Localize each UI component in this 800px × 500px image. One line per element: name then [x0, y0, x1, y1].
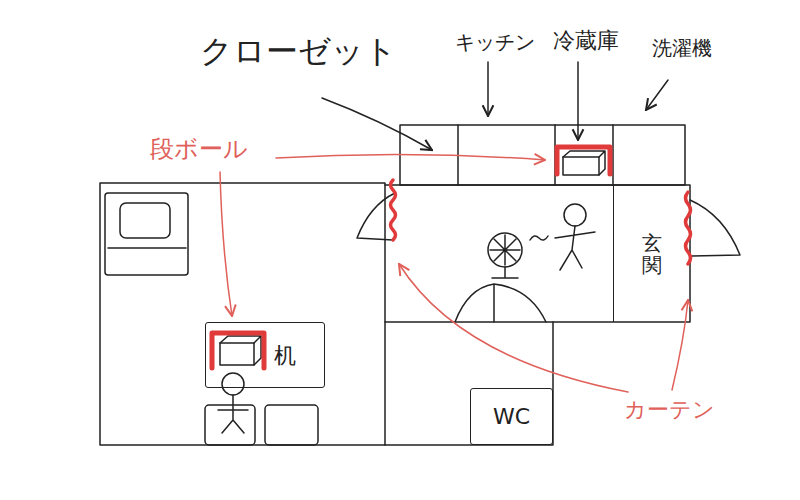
curtain — [686, 192, 691, 264]
door-swing — [455, 284, 546, 322]
curtain-swing — [357, 193, 395, 240]
person-head — [222, 373, 244, 395]
entrance-area: 玄関 — [613, 185, 690, 322]
cardboard-box-top — [563, 151, 605, 175]
red-marks — [212, 147, 691, 368]
red-leaders — [220, 154, 688, 392]
blanket-line — [108, 247, 186, 249]
wind-mark — [530, 236, 548, 240]
leader-arrow — [646, 80, 668, 110]
person-body — [555, 226, 595, 270]
cardboard-box — [220, 343, 254, 365]
room-wall — [100, 183, 385, 445]
chair — [205, 405, 255, 445]
toilet-room-wall — [385, 322, 553, 445]
walls — [100, 62, 740, 445]
leader-arrow — [276, 154, 545, 160]
box-bracket — [212, 333, 264, 368]
person-head — [564, 204, 586, 226]
box-bracket — [557, 147, 610, 174]
node-text: 机 — [274, 341, 296, 371]
corridor-wall — [385, 185, 690, 322]
fan-stand — [492, 267, 518, 278]
curtain-swing — [690, 200, 740, 256]
chair — [265, 405, 318, 445]
leader-arrow — [487, 62, 489, 116]
kitchen-label: キッチン — [455, 30, 535, 54]
closet-label: クローゼット — [200, 32, 397, 70]
cardboard-box — [563, 157, 599, 175]
fridge-label: 冷蔵庫 — [553, 28, 619, 54]
leader-arrow — [322, 98, 432, 150]
fan — [488, 233, 522, 267]
curtain — [391, 180, 396, 240]
leader-arrow — [399, 264, 628, 392]
node-text: 玄関 — [642, 232, 662, 276]
fan-blades — [490, 235, 520, 265]
bed — [105, 193, 188, 275]
leader-arrow — [220, 172, 232, 316]
toilet-box: WC — [470, 388, 553, 445]
person-body — [218, 395, 248, 433]
node-text: WC — [493, 404, 530, 429]
curtain-label: カーテン — [624, 397, 715, 423]
cardboard-label: 段ボール — [150, 135, 248, 164]
washer-label: 洗濯機 — [652, 36, 712, 60]
desk-box: 机 — [205, 322, 325, 388]
kitchen-divider — [458, 125, 613, 185]
leader-arrow — [672, 300, 688, 390]
pillow — [120, 203, 170, 238]
leader-arrow — [577, 62, 579, 140]
cardboard-box-top — [220, 336, 261, 365]
